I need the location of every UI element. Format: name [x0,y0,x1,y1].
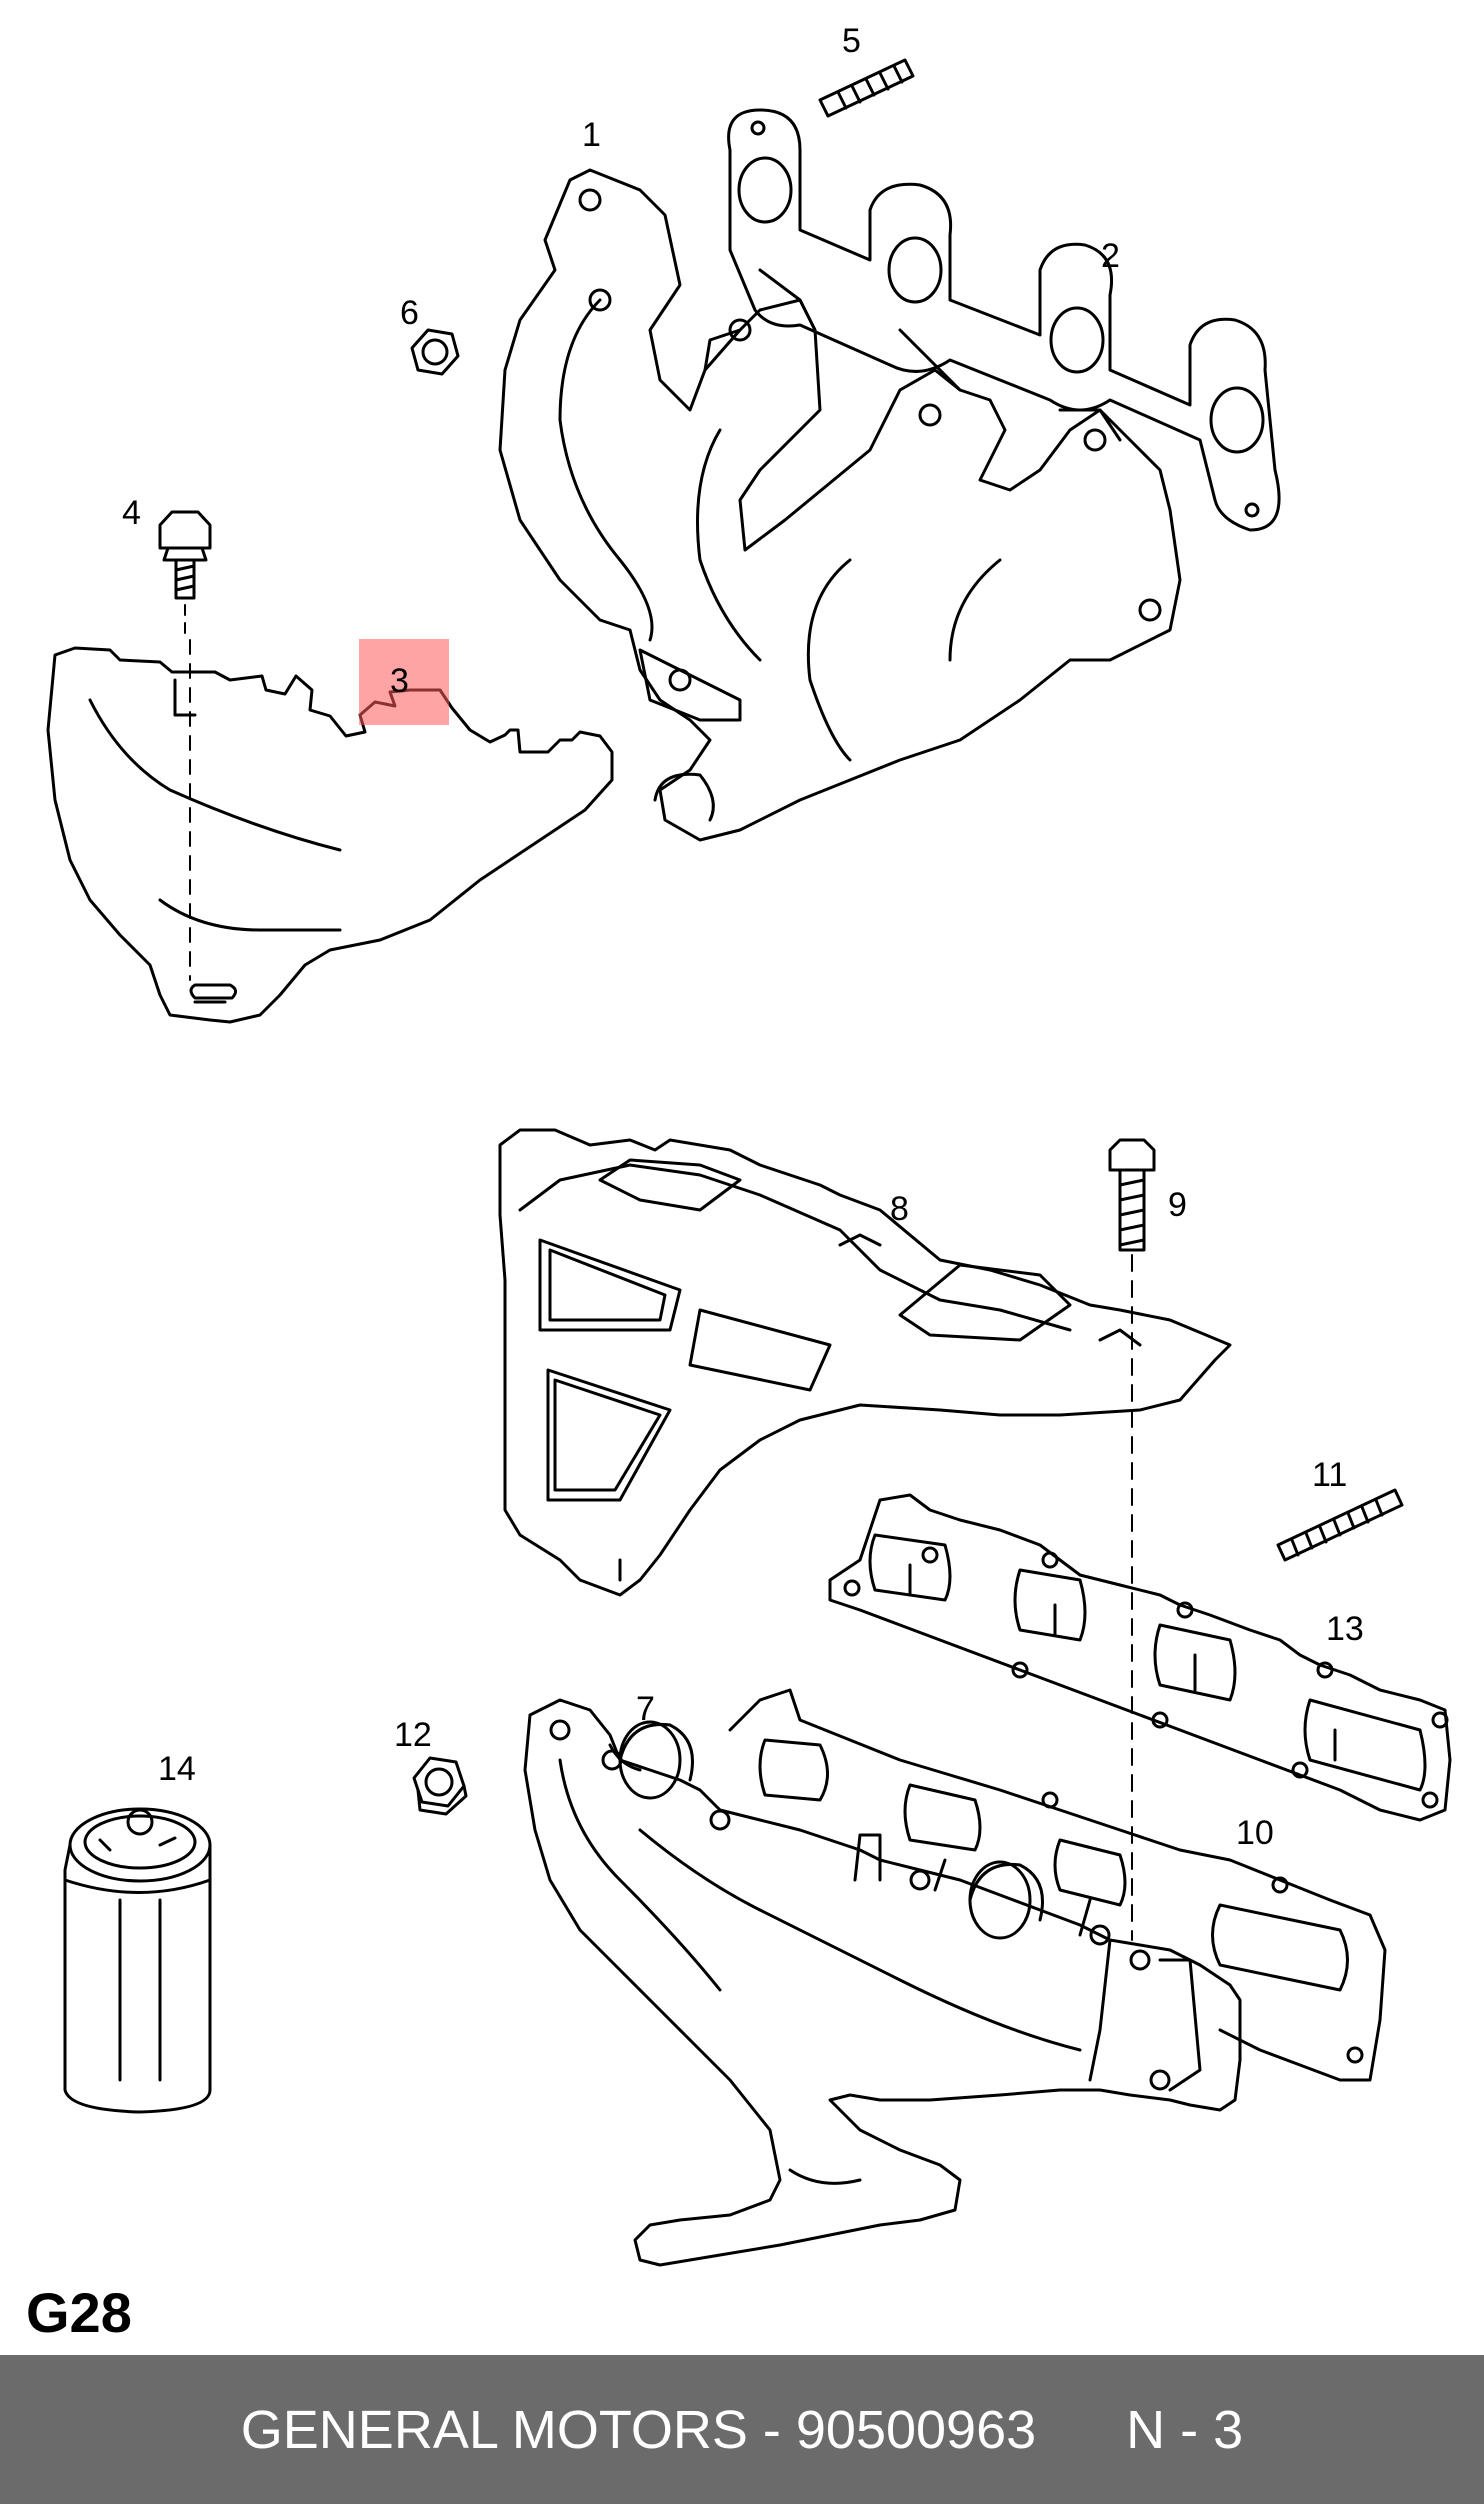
footer-part-number: 90500963 [795,2399,1037,2460]
part-label-9: 9 [1168,1186,1187,1224]
heat-shield-3-drawing [46,639,614,1024]
heat-shield-8-drawing [498,1128,1232,1597]
part-label-10: 10 [1236,1814,1274,1852]
part-label-3: 3 [390,662,409,700]
bolt-9-drawing [1108,1138,1156,1941]
part-label-7: 7 [636,1690,655,1728]
gasket-2-drawing [727,108,1281,532]
nut-6-drawing [410,328,460,376]
part-label-13: 13 [1326,1610,1364,1648]
part-label-1: 1 [582,116,601,154]
bolt-4-drawing [158,510,212,641]
part-label-8: 8 [890,1190,909,1228]
footer-position: N - 3 [1126,2399,1244,2460]
part-label-11: 11 [1312,1456,1348,1494]
part-3-highlight [359,639,449,725]
manifold-7-drawing [523,1698,1242,2267]
footer-separator: - [747,2399,796,2460]
manifold-1-drawing [498,168,1182,842]
footer-brand: GENERAL MOTORS [240,2399,748,2460]
part-label-5: 5 [842,22,861,60]
container-14-drawing [63,1807,212,2114]
stud-5-drawing [818,58,915,118]
exploded-parts-diagram [46,58,1452,2267]
nut-12-drawing [412,1756,468,1816]
part-label-12: 12 [394,1716,432,1754]
part-label-14: 14 [158,1750,196,1788]
footer-bar: GENERAL MOTORS - 90500963 N - 3 [0,2355,1484,2504]
page-code: G28 [26,2281,132,2344]
stud-11-drawing [1276,1488,1404,1562]
part-label-6: 6 [400,294,419,332]
part-label-4: 4 [122,494,141,532]
gasket-13-drawing [828,1493,1452,1822]
part-label-2: 2 [1101,237,1120,275]
footer-gap [1036,2399,1126,2461]
gasket-10-drawing [728,1688,1387,2082]
